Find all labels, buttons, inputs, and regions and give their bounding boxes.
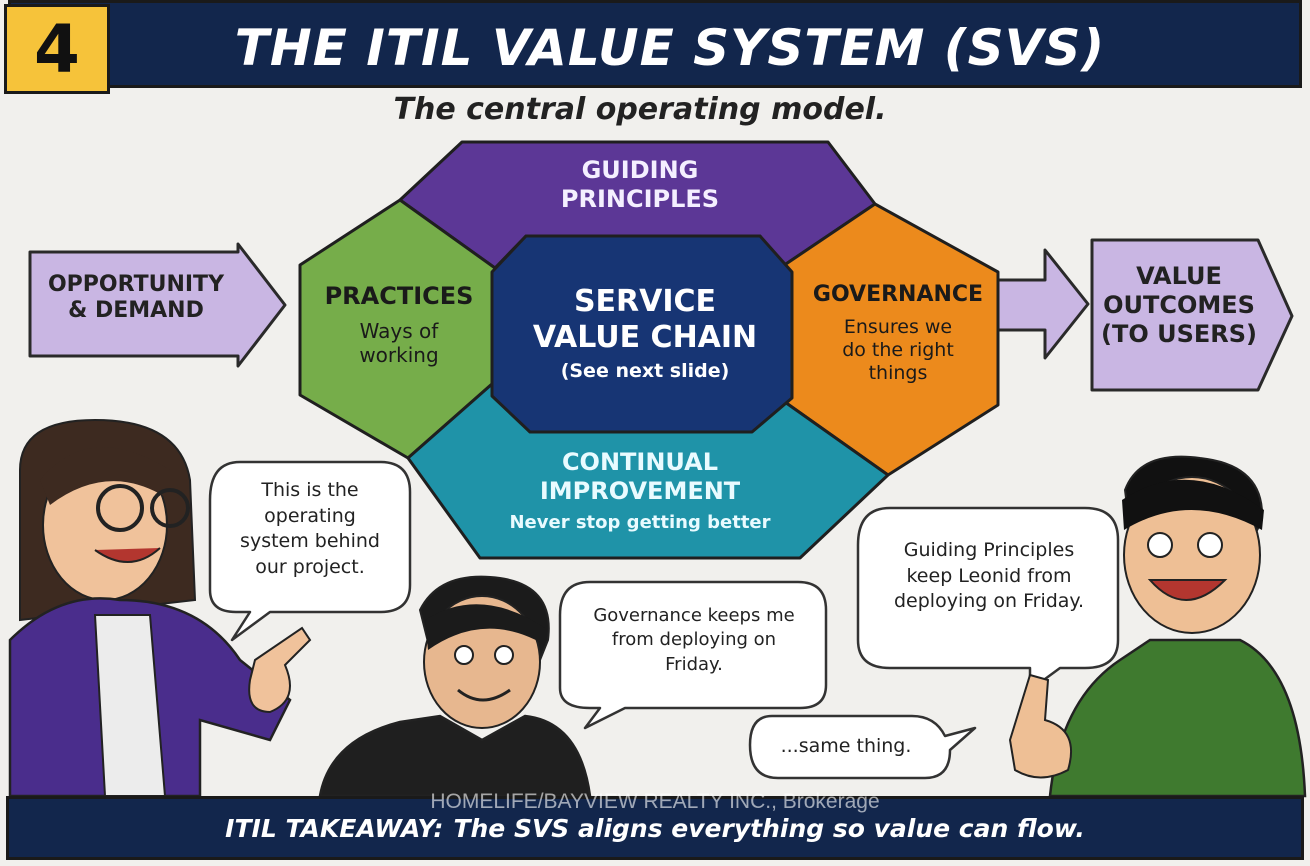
brokerage-watermark: HOMELIFE/BAYVIEW REALTY INC., Brokerage [430, 790, 880, 813]
practices-label: PRACTICES Ways of working [304, 282, 494, 367]
title-bar [8, 0, 1302, 88]
speech-bubble-middle [558, 580, 828, 730]
speech-right-text: Guiding Principles keep Leonid from depl… [864, 538, 1114, 615]
opportunity-demand-arrow [28, 242, 287, 368]
governance-desc-3: things [868, 361, 928, 384]
service-value-chain-label: SERVICE VALUE CHAIN (See next slide) [500, 284, 790, 383]
speech-middle-line-2: from deploying on [611, 629, 777, 651]
opportunity-label: OPPORTUNITY [47, 272, 224, 297]
team-member-man-illustration [318, 575, 592, 798]
takeaway-text: ITIL TAKEAWAY: The SVS aligns everything … [0, 814, 1310, 850]
slide-title: THE ITIL VALUE SYSTEM (SVS) [234, 19, 1106, 77]
speech-right-line-2: keep Leonid from [906, 564, 1072, 587]
speech-bubble-left [208, 460, 412, 642]
takeaway-bar [6, 796, 1304, 860]
governance-desc-2: do the right [842, 339, 954, 362]
never-stop-label: Never stop getting better [509, 511, 771, 533]
value-outcomes-box [1090, 238, 1294, 392]
principles-label: PRINCIPLES [560, 184, 720, 213]
speech-right-line-3: deploying on Friday. [894, 590, 1084, 613]
takeaway-lead: ITIL TAKEAWAY: [225, 814, 444, 843]
value-label: VALUE [1136, 262, 1222, 290]
practices-desc-1: Ways of [359, 318, 439, 343]
speech-right-line-1: Guiding Principles [903, 539, 1075, 561]
governance-title: GOVERNANCE [812, 282, 984, 307]
team-member-hoodie-illustration [1008, 455, 1307, 798]
demand-label: & DEMAND [68, 298, 204, 324]
practices-desc-2: working [359, 342, 439, 367]
speech-middle-line-1: Governance keeps me [593, 605, 795, 626]
speech-middle-text: Governance keeps me from deploying on Fr… [566, 604, 822, 677]
speech-middle-line-3: Friday. [665, 653, 723, 675]
speech-left-line-3: system behind [240, 530, 380, 553]
takeaway-message: The SVS aligns everything so value can f… [453, 814, 1085, 843]
continual-improvement-label: CONTINUAL IMPROVEMENT Never stop getting… [480, 448, 800, 533]
speech-bottom-text: ...same thing. [756, 734, 936, 760]
presenter-woman-illustration [8, 418, 312, 798]
opportunity-demand-label: OPPORTUNITY & DEMAND [36, 272, 236, 325]
speech-bubble-bottom [748, 714, 977, 780]
slide-number-badge: 4 [4, 4, 110, 94]
guiding-principles-label: GUIDING PRINCIPLES [500, 156, 780, 214]
service-value-chain-core [490, 234, 794, 434]
speech-bottom-line-1: ...same thing. [780, 735, 912, 757]
speech-left-line-4: our project. [255, 555, 365, 578]
outcomes-label: OUTCOMES [1103, 290, 1255, 319]
practices-title: PRACTICES [324, 282, 474, 310]
guiding-label: GUIDING [581, 156, 699, 184]
governance-label: GOVERNANCE Ensures we do the right thing… [800, 282, 996, 385]
governance-desc-1: Ensures we [843, 316, 953, 339]
to-users-label: (TO USERS) [1101, 319, 1257, 348]
slide-subtitle: The central operating model. [393, 92, 887, 127]
flow-arrow-to-outcomes [993, 248, 1090, 360]
value-chain-label: VALUE CHAIN [532, 320, 758, 355]
continual-label: CONTINUAL [561, 448, 719, 476]
speech-left-text: This is the operating system behind our … [214, 478, 406, 581]
value-outcomes-label: VALUE OUTCOMES (TO USERS) [1094, 262, 1264, 348]
service-label: SERVICE [573, 284, 717, 319]
speech-left-line-1: This is the [261, 479, 359, 501]
improvement-label: IMPROVEMENT [539, 476, 741, 505]
see-next-slide-note: (See next slide) [560, 360, 730, 382]
speech-left-line-2: operating [264, 504, 356, 527]
